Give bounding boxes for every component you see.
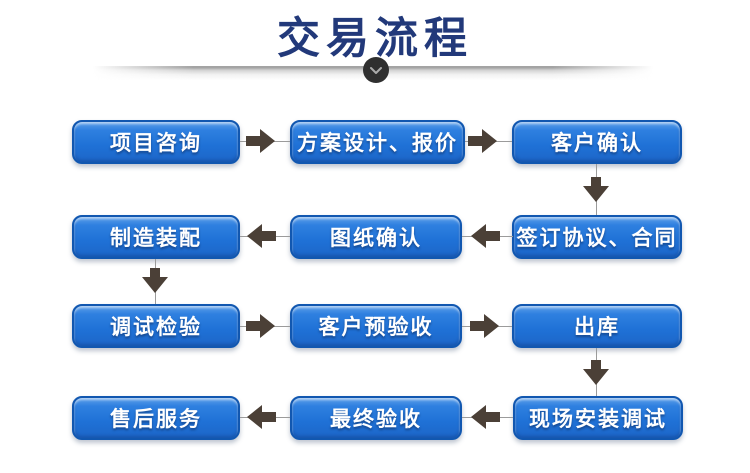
- flow-step-drawing-confirmation: 图纸确认: [290, 215, 462, 259]
- chevron-down-icon: [363, 57, 389, 83]
- flow-step-final-acceptance: 最终验收: [290, 396, 462, 440]
- arrow-down-icon: [581, 360, 611, 386]
- arrow-right-icon: [246, 311, 276, 341]
- flow-step-out-of-warehouse: 出库: [512, 304, 682, 348]
- flow-step-scheme-design-quotation: 方案设计、报价: [290, 120, 465, 164]
- arrow-right-icon: [468, 126, 498, 156]
- arrow-left-icon: [246, 221, 276, 251]
- flow-step-after-sales-service: 售后服务: [72, 396, 240, 440]
- page-title: 交易流程: [277, 14, 473, 64]
- arrow-down-icon: [581, 177, 611, 203]
- arrow-down-icon: [140, 268, 170, 294]
- arrow-left-icon: [246, 402, 276, 432]
- flow-step-sign-agreement-contract: 签订协议、合同: [512, 215, 682, 259]
- arrow-left-icon: [470, 221, 500, 251]
- flow-step-onsite-installation-debug: 现场安装调试: [513, 396, 683, 440]
- arrow-left-icon: [470, 402, 500, 432]
- flow-step-project-consultation: 项目咨询: [72, 120, 240, 164]
- flow-step-manufacturing-assembly: 制造装配: [72, 215, 240, 259]
- flow-step-debug-inspection: 调试检验: [72, 304, 240, 348]
- flow-step-customer-confirmation: 客户确认: [512, 120, 682, 164]
- arrow-right-icon: [470, 311, 500, 341]
- flow-step-customer-pre-acceptance: 客户预验收: [290, 304, 462, 348]
- arrow-right-icon: [246, 126, 276, 156]
